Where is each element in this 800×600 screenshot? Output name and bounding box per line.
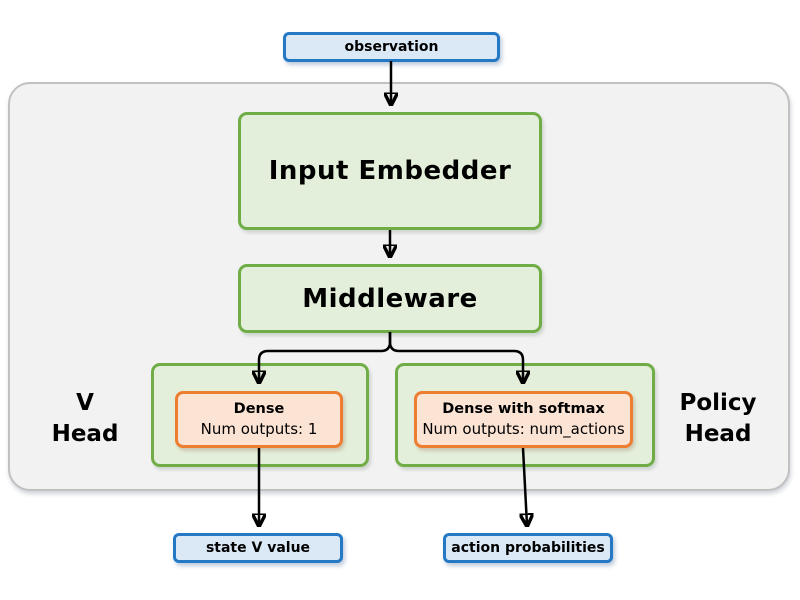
dense-subtitle: Num outputs: 1 xyxy=(200,420,318,439)
dense-node: Dense Num outputs: 1 xyxy=(175,391,343,448)
action-probabilities-node: action probabilities xyxy=(443,533,613,563)
policy-head-label: Policy Head xyxy=(679,390,757,447)
middleware-label: Middleware xyxy=(302,283,478,314)
action-probabilities-label: action probabilities xyxy=(451,540,605,556)
observation-node: observation xyxy=(283,32,500,62)
v-head-label: V Head xyxy=(51,390,119,447)
dense-softmax-subtitle: Num outputs: num_actions xyxy=(422,420,625,439)
dense-softmax-node: Dense with softmax Num outputs: num_acti… xyxy=(414,391,633,448)
input-embedder-node: Input Embedder xyxy=(238,112,542,230)
dense-title: Dense xyxy=(233,400,285,417)
dense-softmax-title: Dense with softmax xyxy=(442,400,605,417)
middleware-node: Middleware xyxy=(238,264,542,333)
state-v-value-label: state V value xyxy=(205,540,311,556)
observation-label: observation xyxy=(344,39,439,55)
input-embedder-label: Input Embedder xyxy=(268,156,512,186)
state-v-value-node: state V value xyxy=(173,533,343,563)
